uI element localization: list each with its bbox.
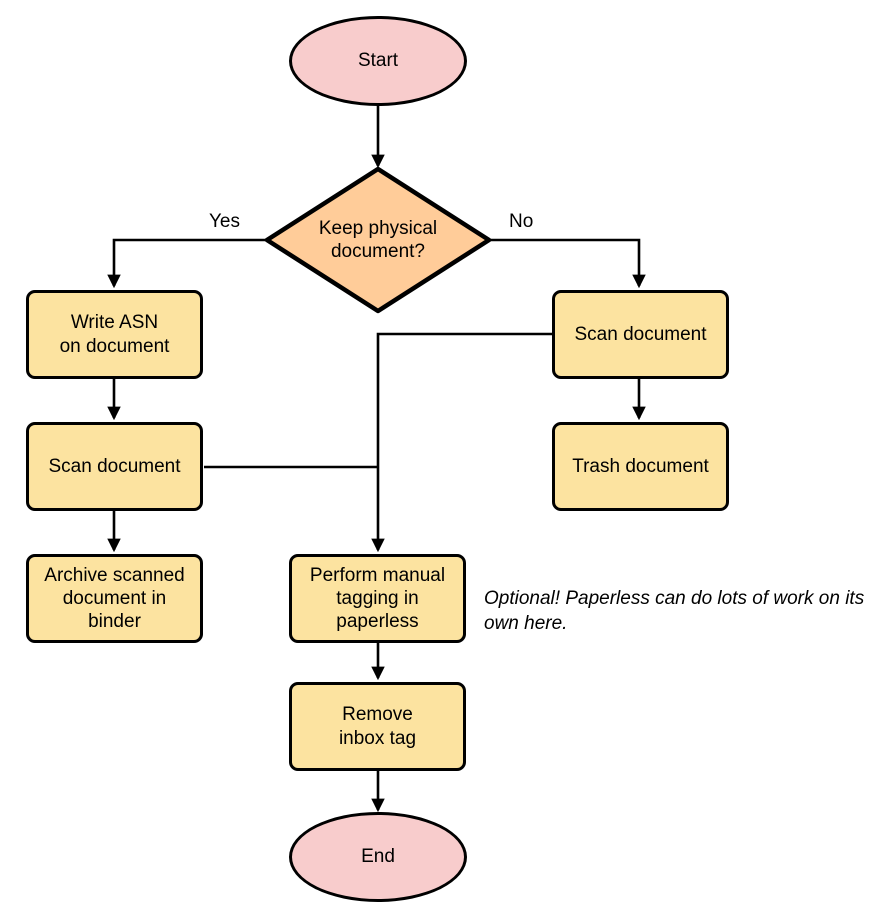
node-trash-document[interactable]: Trash document xyxy=(552,422,729,511)
edge-label-no: No xyxy=(509,211,534,232)
node-scan-document-left-label: Scan document xyxy=(48,455,181,477)
node-start[interactable]: Start xyxy=(289,16,467,106)
node-remove-inbox-tag-label: Remove inbox tag xyxy=(338,704,417,749)
edge-decision-yes-to-write-asn xyxy=(107,238,266,289)
edge-decision-no-to-scan-right xyxy=(490,238,646,289)
node-end-label: End xyxy=(361,846,395,868)
node-perform-manual-tagging[interactable]: Perform manual tagging in paperless xyxy=(289,554,466,643)
node-archive-scanned-document[interactable]: Archive scanned document in binder xyxy=(26,554,203,643)
node-remove-inbox-tag[interactable]: Remove inbox tag xyxy=(289,682,466,771)
node-decision-label: Keep physical document? xyxy=(318,217,438,262)
decision-diamond-shape xyxy=(264,166,492,314)
node-decision[interactable]: Keep physical document? xyxy=(264,166,492,314)
node-scan-document-right-label: Scan document xyxy=(574,323,707,345)
edge-label-yes: Yes xyxy=(209,211,240,232)
annotation-optional-note: Optional! Paperless can do lots of work … xyxy=(484,588,865,635)
node-write-asn[interactable]: Write ASN on document xyxy=(26,290,203,379)
node-archive-scanned-document-label: Archive scanned document in binder xyxy=(44,564,185,633)
node-start-label: Start xyxy=(357,50,399,72)
node-end[interactable]: End xyxy=(289,812,467,902)
edge-scan-right-to-tagging xyxy=(371,332,552,553)
node-perform-manual-tagging-label: Perform manual tagging in paperless xyxy=(309,564,446,633)
node-scan-document-left[interactable]: Scan document xyxy=(26,422,203,511)
node-write-asn-label: Write ASN on document xyxy=(59,312,170,357)
node-trash-document-label: Trash document xyxy=(572,455,709,477)
node-scan-document-right[interactable]: Scan document xyxy=(552,290,729,379)
